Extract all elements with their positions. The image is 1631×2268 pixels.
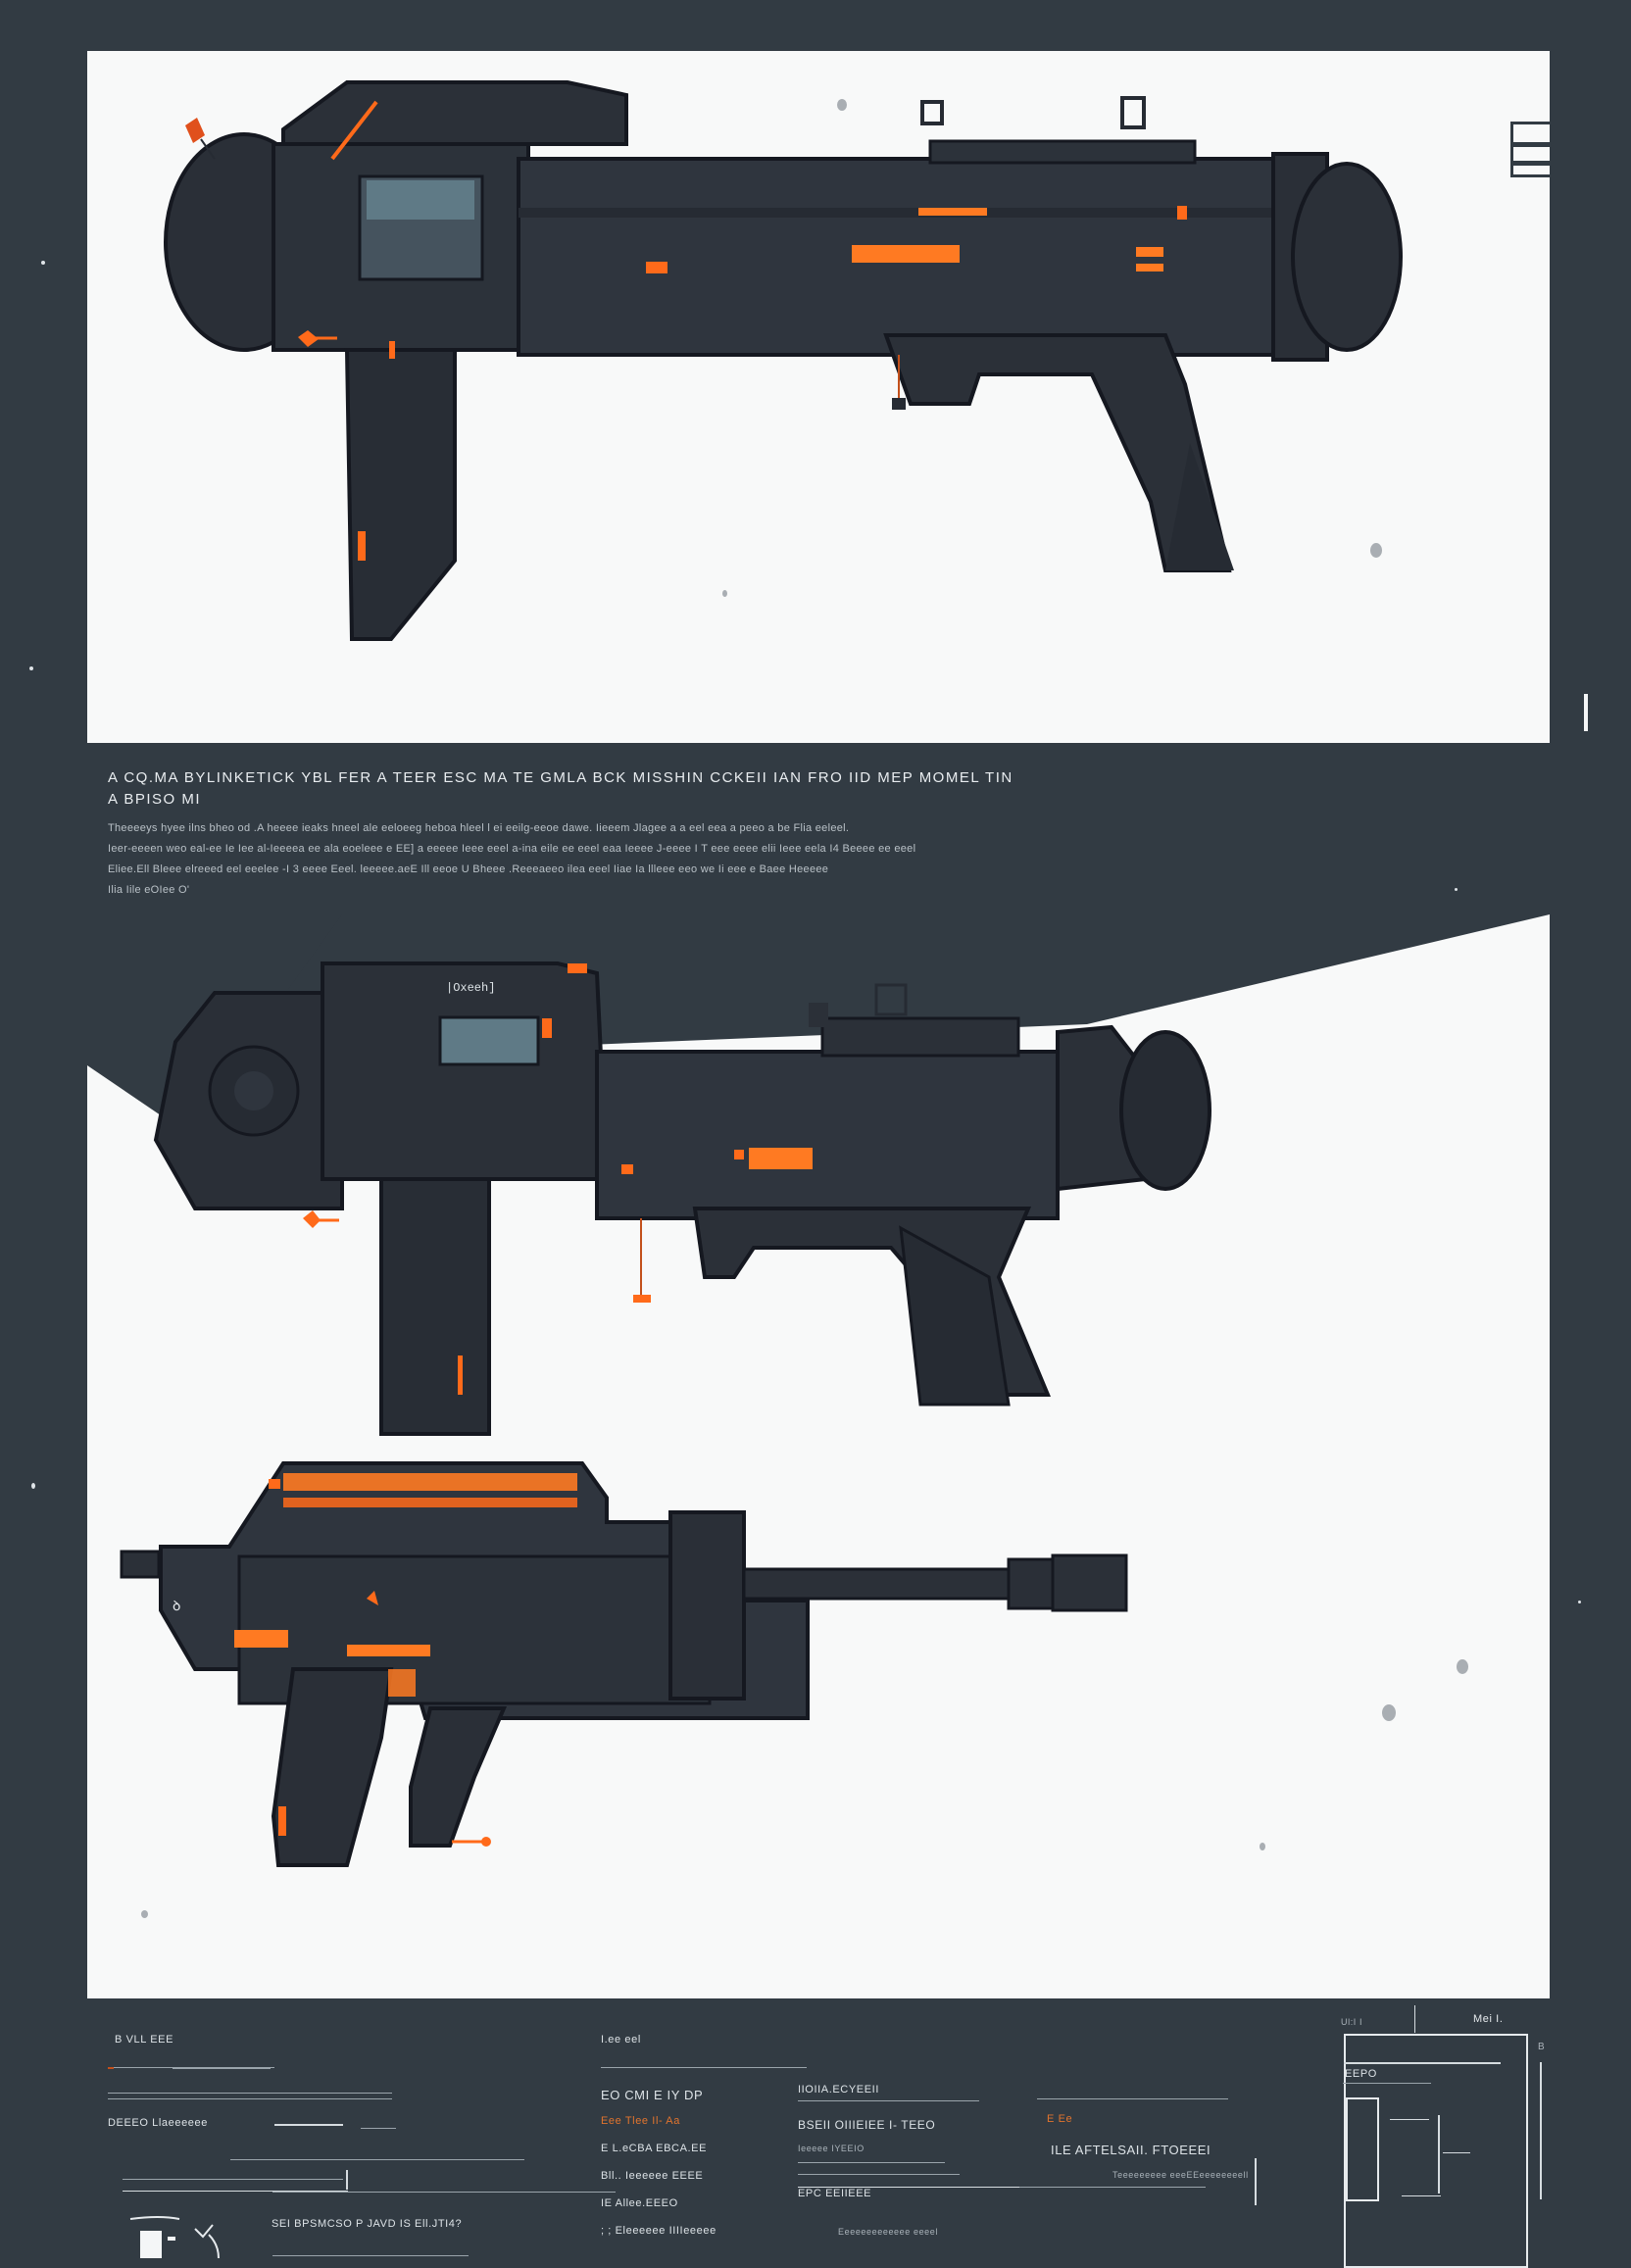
diagram-inner-frame <box>1346 2097 1379 2201</box>
background-speck <box>29 666 33 670</box>
scatter-dot <box>837 99 847 111</box>
info-rule <box>601 2067 807 2068</box>
scatter-dot <box>141 1910 148 1918</box>
background-speck <box>1578 1601 1581 1603</box>
info-rule <box>798 2162 945 2163</box>
description-body: Theeeeys hyee ilns bheo od .A heeee ieak… <box>108 818 1186 901</box>
weapon-illustration-3: ꝺ <box>120 1454 1513 1867</box>
diagram-top-label: Ul:I I <box>1341 2017 1363 2027</box>
diagram-line <box>1344 2062 1501 2064</box>
info-item: IE Allee.EEEO <box>601 2197 678 2209</box>
weapon-panel-1 <box>87 51 1550 743</box>
description-line: Theeeeys hyee ilns bheo od .A heeee ieak… <box>108 822 850 834</box>
info-tag: E Ee <box>1047 2113 1073 2125</box>
info-rule <box>798 2174 960 2175</box>
info-rule <box>230 2159 524 2160</box>
description-title-line-2: A BPISO MI <box>108 791 202 808</box>
scatter-dot <box>1457 1659 1468 1674</box>
diagram-line <box>1390 2119 1429 2120</box>
description-title: A CQ.MA BYLINKETICK YBL FER A TEER ESC M… <box>108 769 1013 786</box>
info-footer: Teeeeeeeee eeeEEeeeeeeeell <box>1112 2170 1249 2180</box>
description-line: Ieer-eeeen weo eal-ee Ie Iee al-Ieeeea e… <box>108 843 916 855</box>
info-footer: Eeeeeeeeeeeee eeeel <box>838 2227 938 2237</box>
info-footer: SEI BPSMCSO P JAVD IS Ell.JTI4? <box>272 2218 463 2230</box>
info-rule <box>272 2255 469 2256</box>
info-item: ; ; Eleeeeee IIIIeeeee <box>601 2225 717 2237</box>
info-rule <box>123 2191 348 2192</box>
info-rule <box>173 2068 271 2069</box>
diagram-line <box>1443 2152 1470 2153</box>
info-item: Ieeeee IYEEIO <box>798 2144 865 2153</box>
info-rule <box>123 2179 343 2180</box>
info-heading: I.ee eel <box>601 2034 641 2046</box>
info-rule <box>108 2067 274 2068</box>
weapon-illustration-2: |Oxeeh] <box>146 924 1518 1436</box>
info-rule <box>361 2128 396 2129</box>
scatter-dot <box>722 590 727 597</box>
info-rule <box>798 2100 979 2101</box>
info-item: EPC EEIIEEE <box>798 2188 872 2199</box>
description-block: A CQ.MA BYLINKETICK YBL FER A TEER ESC M… <box>108 767 1186 901</box>
description-line: Eliee.Ell Bleee elreeed eel eeelee -I 3 … <box>108 863 829 875</box>
scatter-dot <box>1370 543 1382 558</box>
background-speck <box>1455 888 1458 891</box>
info-rule <box>108 2098 392 2099</box>
info-rule <box>1255 2158 1257 2205</box>
diagram-corner-label: Mei I. <box>1473 2013 1504 2025</box>
scatter-dot <box>1260 1843 1265 1850</box>
info-rule <box>798 2187 1028 2188</box>
info-rule <box>1019 2187 1206 2188</box>
edge-marker <box>1584 694 1588 731</box>
info-item: E L.eCBA EBCA.EE <box>601 2143 708 2154</box>
scatter-dot <box>1382 1704 1396 1721</box>
diagram-box-label: EEPO <box>1345 2068 1377 2080</box>
info-rule <box>108 2093 392 2094</box>
svg-text:ꝺ: ꝺ <box>173 1598 180 1613</box>
info-heading: B VLL EEE <box>115 2034 174 2046</box>
background-speck <box>31 1483 35 1489</box>
info-rule <box>1037 2098 1228 2099</box>
info-item: BSEII OIIIEIEE I- TEEO <box>798 2118 936 2132</box>
diagram-line <box>1343 2083 1431 2084</box>
weapon-illustration-1 <box>126 61 1538 668</box>
blueprint-box-icon <box>1509 121 1550 178</box>
description-line: Ilia Iile eOIee O' <box>108 884 190 896</box>
diagram-line <box>1540 2062 1542 2199</box>
info-rule <box>274 2124 343 2126</box>
info-item: IIOIIA.ECYEEII <box>798 2084 879 2095</box>
diagram-side-label: B <box>1538 2042 1546 2052</box>
info-rule <box>108 2067 114 2069</box>
weapon-panel-2: |Oxeeh] <box>87 914 1550 1998</box>
diagram-axis <box>1414 2005 1415 2033</box>
diagram-line <box>1402 2195 1441 2196</box>
svg-text:|Oxeeh]: |Oxeeh] <box>446 981 495 995</box>
info-heading: ILE AFTELSAII. FTOEEEI <box>1051 2143 1211 2157</box>
diagram-line <box>1438 2115 1440 2194</box>
info-item: EO CMI E IY DP <box>601 2088 704 2102</box>
info-item: Bll.. Ieeeeee EEEE <box>601 2170 704 2182</box>
target-gauge-icon <box>121 2215 228 2259</box>
info-item: Eee Tlee Il- Aa <box>601 2115 680 2127</box>
background-speck <box>41 261 45 265</box>
info-rule <box>272 2192 616 2193</box>
info-row-label: DEEEO Llaeeeeee <box>108 2117 208 2129</box>
info-rule <box>346 2170 348 2190</box>
